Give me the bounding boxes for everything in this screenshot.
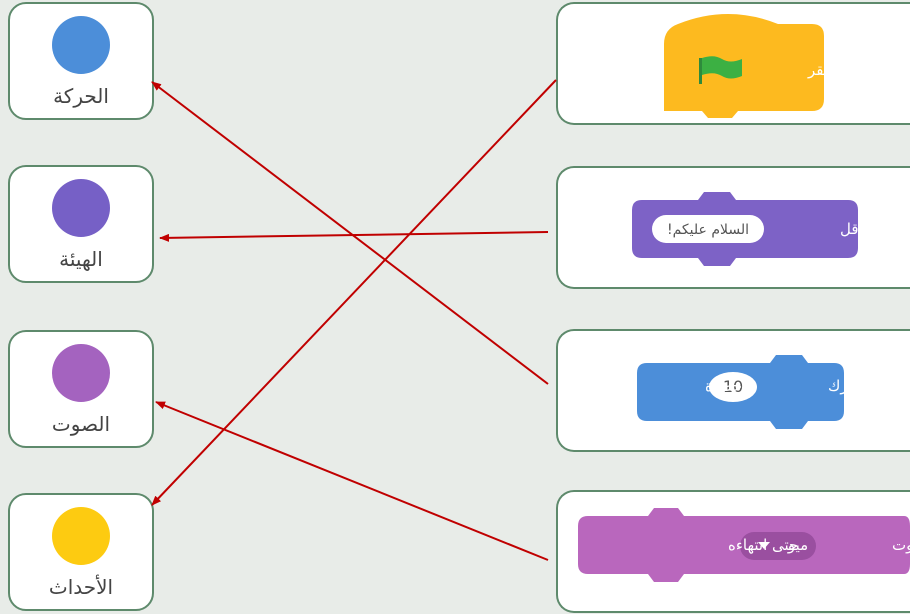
steps-label: خطوة [705,377,742,395]
sound-dropdown[interactable] [740,532,816,560]
category-card-events: الأحداث [8,493,154,611]
category-label-sound: الصوت [51,412,111,436]
motion-color-circle [52,16,110,74]
say-text-input[interactable] [652,215,764,243]
category-label-events: الأحداث [48,575,114,599]
block-card-sound: شغّل الصوت ميو حتى انتهاءه [556,490,910,613]
sound-color-circle [52,344,110,402]
block-card-events: عند نقر [556,2,910,125]
category-card-sound: الصوت [8,330,154,448]
category-label-motion: الحركة [53,84,109,108]
move-label: تحرك [828,377,863,395]
arrow-events-to-events-category [151,79,557,506]
block-card-looks: قل السلام عليكم! [556,166,910,289]
say-label: قل [840,220,859,238]
say-input-value: السلام عليكم! [667,222,749,238]
arrow-motion-to-motion-category [151,81,549,385]
arrow-sound-to-sound-category [155,401,549,561]
category-card-looks: الهيئة [8,165,154,283]
events-color-circle [52,507,110,565]
green-flag-icon [699,56,742,84]
until-done-label: حتى انتهاءه [728,536,798,554]
when-clicked-text: عند نقر [807,61,854,79]
steps-number-input[interactable] [709,372,757,402]
play-sound-label: شغّل الصوت [892,536,910,554]
category-card-motion: الحركة [8,2,154,120]
block-card-motion: تحرك 10 خطوة [556,329,910,452]
when-flag-clicked-block [664,14,824,118]
dropdown-arrow-icon [758,542,770,549]
steps-input-value: 10 [723,377,743,396]
sound-dropdown-value: ميو [787,536,808,554]
category-label-looks: الهيئة [59,247,103,271]
looks-color-circle [52,179,110,237]
